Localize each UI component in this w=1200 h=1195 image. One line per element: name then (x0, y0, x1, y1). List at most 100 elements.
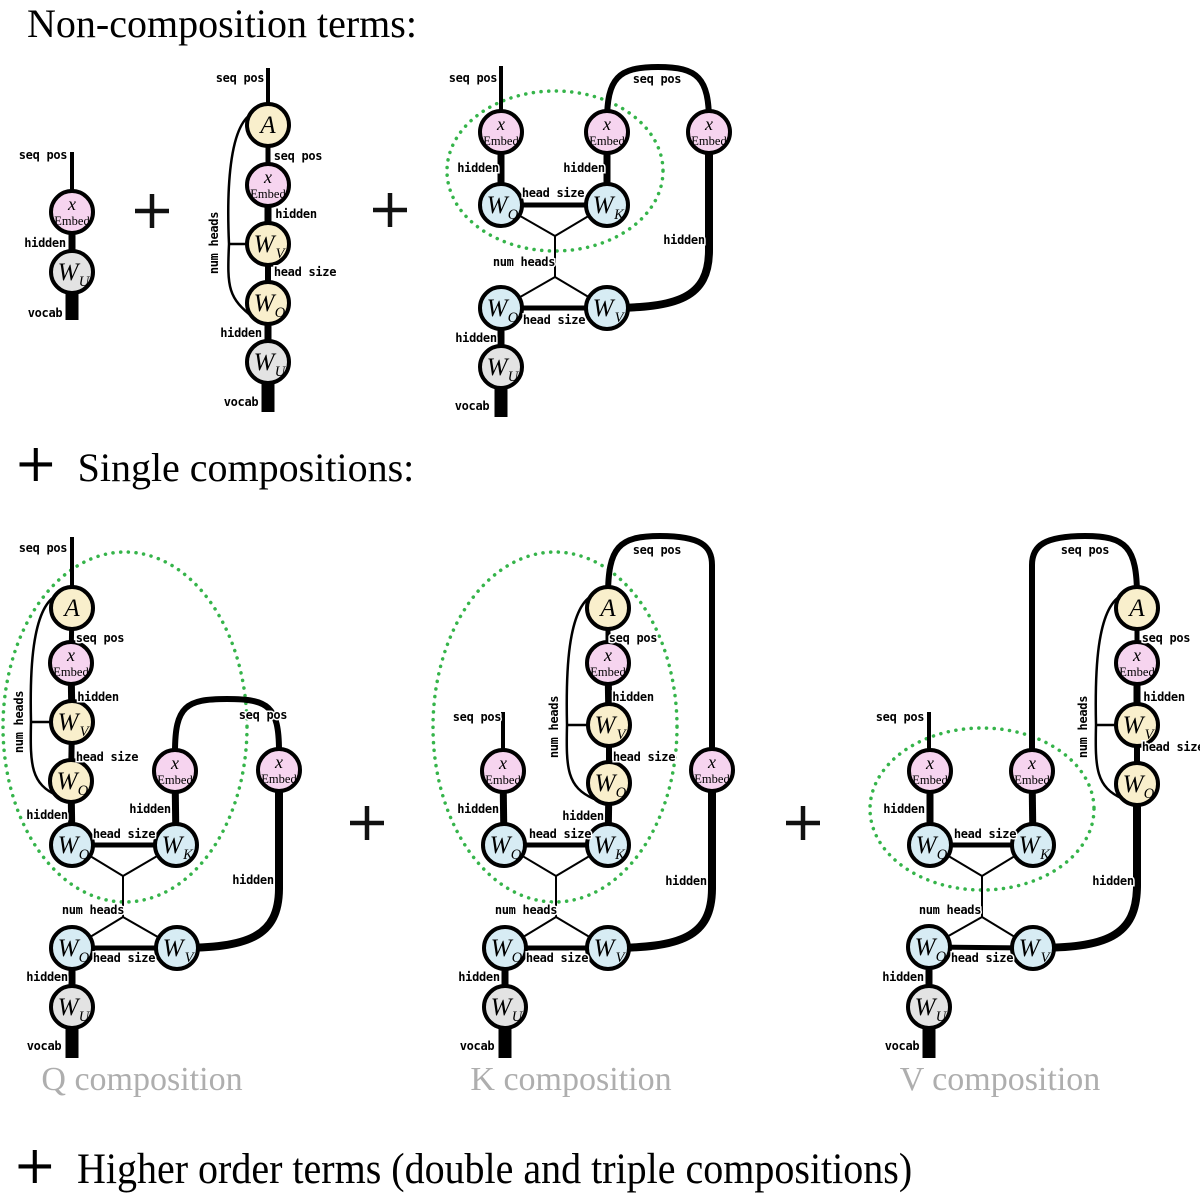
edge-line (604, 63, 712, 123)
node-circle (907, 822, 953, 868)
edge-label: vocab (224, 395, 259, 409)
node-label: W (594, 832, 617, 859)
node-circle (49, 822, 95, 868)
node-circle (1114, 585, 1160, 631)
node-circle (1009, 748, 1055, 794)
edge-line (1029, 532, 1140, 753)
node-circle (154, 925, 200, 971)
edge-label: num heads (1076, 696, 1090, 758)
node-label: Embed (1014, 773, 1050, 787)
edge-label: seq pos (274, 149, 323, 163)
node-label: Embed (912, 773, 948, 787)
node-label: W (58, 994, 81, 1021)
node-label: x (602, 114, 611, 134)
edge-label: seq pos (216, 71, 265, 85)
edge-label: hidden (24, 236, 66, 250)
node-label: W (254, 231, 277, 258)
node-label: x (707, 752, 716, 772)
edge-label: hidden (1143, 690, 1185, 704)
node-circle (49, 984, 95, 1030)
edge-label: head size (951, 951, 1013, 965)
heading-single-compositions: + Single compositions: (14, 438, 414, 491)
node-label: W (487, 354, 510, 381)
node-label: x (1132, 645, 1141, 665)
edge-label: seq pos (76, 631, 125, 645)
node-label: W (593, 192, 616, 219)
node-label: W (491, 994, 514, 1021)
edge-label: seq pos (449, 71, 498, 85)
node-sublabel: O (616, 785, 627, 801)
node-sublabel: Q (937, 847, 948, 863)
node-circle (245, 339, 291, 385)
node-label: x (603, 645, 612, 665)
node-circle (584, 109, 630, 155)
node-label: W (58, 259, 81, 286)
edge-label: vocab (455, 399, 490, 413)
edge-label: hidden (455, 331, 497, 345)
composition-ellipse (431, 550, 679, 904)
edge-label: hidden (663, 233, 705, 247)
node-circle (245, 102, 291, 148)
node-label: Embed (53, 665, 89, 679)
edge-label: head size (522, 186, 584, 200)
edge-label: hidden (457, 802, 499, 816)
edge-line (607, 788, 716, 952)
node-sublabel: Q (79, 847, 90, 863)
node-circle (152, 748, 198, 794)
edge-label: seq pos (1061, 543, 1110, 557)
node-circle (49, 699, 95, 745)
node-label: W (594, 935, 617, 962)
node-label: W (1123, 712, 1146, 739)
node-circle (48, 758, 94, 804)
edge-label: num heads (547, 696, 561, 758)
edge-line (227, 110, 257, 319)
node-sublabel: V (1041, 950, 1052, 966)
node-sublabel: U (508, 369, 520, 385)
node-circle (49, 189, 95, 235)
node-label: Embed (589, 134, 625, 148)
node-sublabel: O (1144, 786, 1155, 802)
node-sublabel: Q (508, 207, 519, 223)
caption-k-composition: K composition (470, 1061, 672, 1098)
edge-label: num heads (62, 903, 124, 917)
node-circle (1010, 822, 1056, 868)
heading-non-composition-text: Non-composition terms: (27, 1, 417, 46)
node-label: W (1123, 771, 1146, 798)
node-a: A (585, 585, 631, 631)
edge-label: seq pos (633, 72, 682, 86)
heading-non-composition: Non-composition terms: (27, 0, 417, 47)
node-label: Embed (483, 134, 519, 148)
edge-label: vocab (28, 306, 63, 320)
node-circle (585, 925, 631, 971)
edge-label: vocab (27, 1039, 62, 1053)
node-label: Embed (691, 134, 727, 148)
node-sublabel: O (79, 950, 90, 966)
node-circle (480, 748, 526, 794)
plus-sign (373, 193, 407, 227)
node-sublabel: K (614, 847, 626, 863)
node-label: A (62, 595, 80, 622)
node-label: x (170, 753, 179, 773)
caption-q-composition: Q composition (41, 1061, 243, 1098)
edge-line (606, 150, 713, 312)
